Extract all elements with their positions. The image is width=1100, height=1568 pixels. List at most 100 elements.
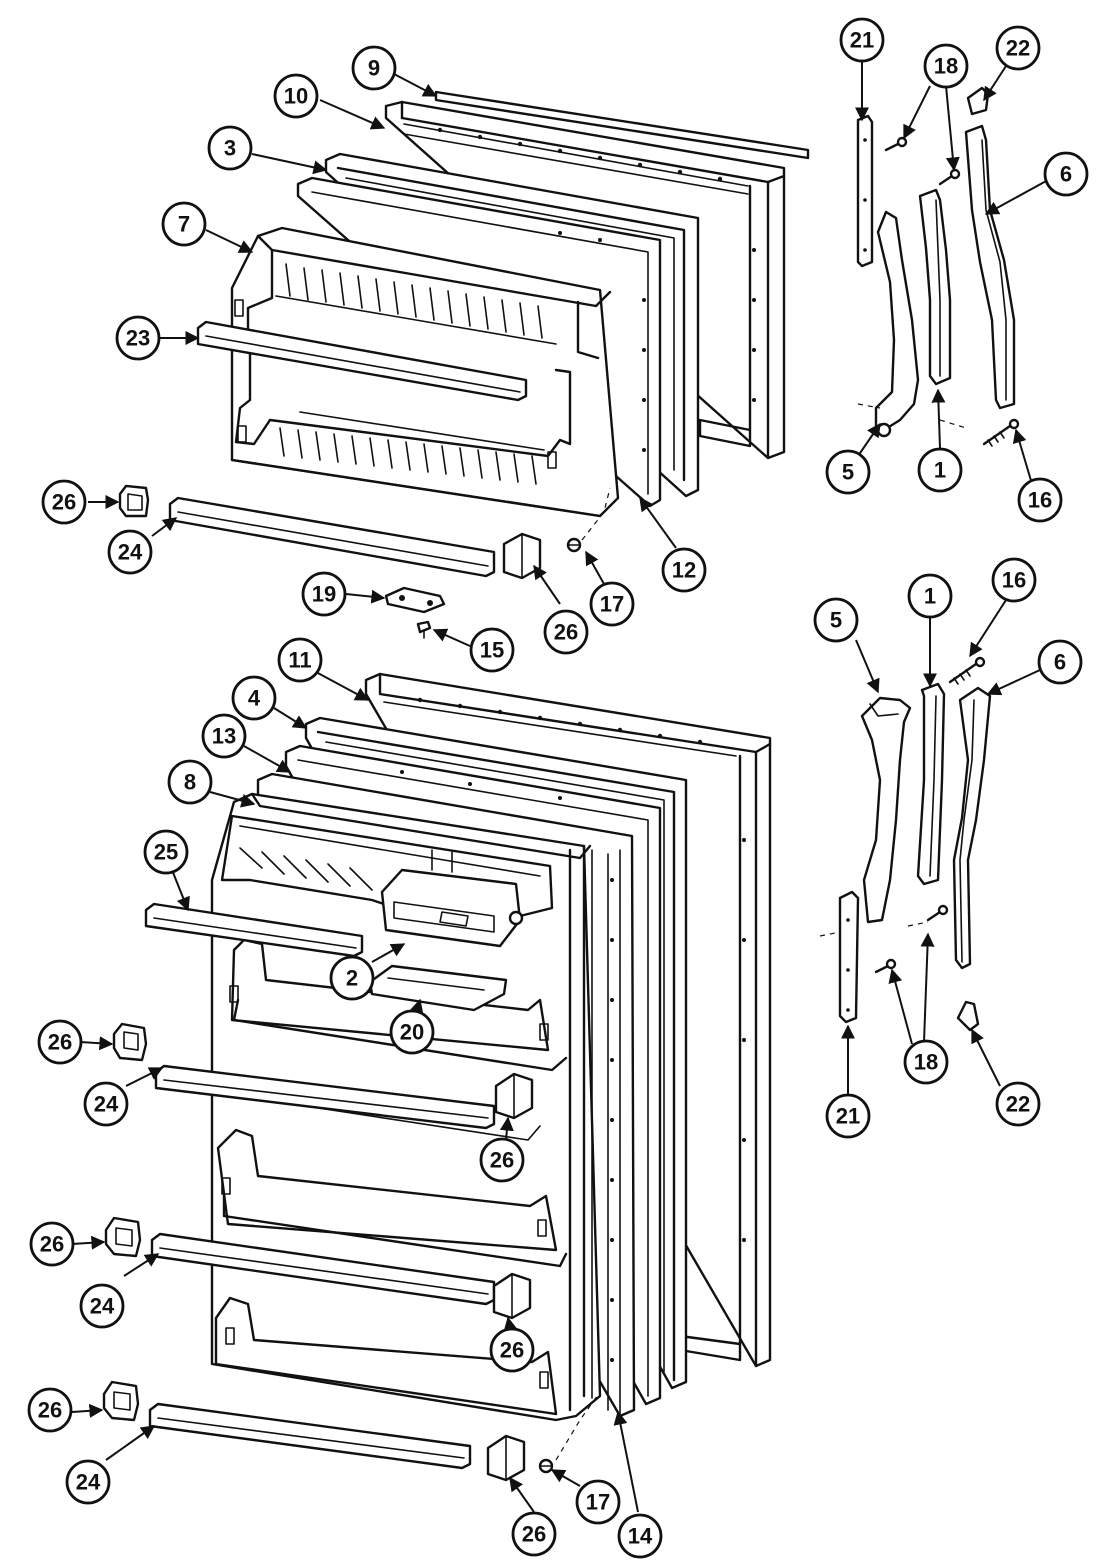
callout-17-a: 17 bbox=[589, 581, 635, 627]
callout-13: 13 bbox=[201, 713, 247, 759]
part-24-shelf-bar-upper-freezer bbox=[168, 496, 496, 578]
callout-1-a: 1 bbox=[917, 447, 963, 493]
svg-text:26: 26 bbox=[40, 1232, 64, 1257]
svg-text:6: 6 bbox=[1060, 162, 1072, 187]
callout-24-a: 24 bbox=[107, 529, 153, 575]
part-21-handle-strip-upper bbox=[856, 114, 874, 268]
callout-18-a: 18 bbox=[923, 43, 969, 89]
svg-text:7: 7 bbox=[178, 212, 190, 237]
part-20-butter-tray bbox=[368, 964, 508, 1012]
svg-text:15: 15 bbox=[480, 638, 504, 663]
callout-26-g: 26 bbox=[27, 1387, 73, 1433]
svg-text:18: 18 bbox=[914, 1050, 938, 1075]
svg-text:24: 24 bbox=[118, 540, 143, 565]
svg-text:5: 5 bbox=[830, 608, 842, 633]
callout-26-h: 26 bbox=[511, 1511, 557, 1557]
callout-6-a: 6 bbox=[1043, 151, 1089, 197]
part-17-screw-lower bbox=[538, 1458, 554, 1474]
part-26-bar-clip-upper-right bbox=[502, 532, 542, 580]
callout-26-d: 26 bbox=[479, 1137, 525, 1183]
svg-text:5: 5 bbox=[842, 460, 854, 485]
svg-text:21: 21 bbox=[836, 1104, 860, 1129]
callout-2: 2 bbox=[329, 955, 375, 1001]
svg-text:26: 26 bbox=[48, 1030, 72, 1055]
lower-handle-assembly bbox=[819, 656, 992, 1032]
callout-11: 11 bbox=[277, 637, 323, 683]
callout-5-b: 5 bbox=[813, 597, 859, 643]
svg-text:19: 19 bbox=[312, 582, 336, 607]
part-17-screw-upper bbox=[566, 537, 582, 553]
callout-19: 19 bbox=[301, 571, 347, 617]
part-22-end-cap-lower bbox=[956, 1000, 980, 1032]
part-5-handle-upper bbox=[857, 210, 920, 438]
svg-text:24: 24 bbox=[94, 1092, 119, 1117]
part-18-screw-upper-a bbox=[884, 136, 908, 152]
part-18-screw-lower-a bbox=[926, 904, 949, 922]
svg-text:1: 1 bbox=[934, 458, 946, 483]
callout-4: 4 bbox=[231, 675, 277, 721]
freezer-door-assembly bbox=[118, 90, 810, 639]
part-6-handle-trim-lower bbox=[952, 686, 992, 970]
svg-text:16: 16 bbox=[1028, 488, 1052, 513]
callout-26-a: 26 bbox=[41, 479, 87, 525]
callout-24-b: 24 bbox=[83, 1081, 129, 1127]
leader-lines bbox=[71, 60, 1049, 1513]
part-18-screw-lower-b bbox=[874, 958, 897, 974]
part-24-shelf-bar-middle bbox=[154, 1064, 496, 1130]
svg-text:2: 2 bbox=[346, 966, 358, 991]
callout-1-b: 1 bbox=[907, 573, 953, 619]
svg-text:25: 25 bbox=[154, 840, 178, 865]
svg-text:12: 12 bbox=[672, 558, 696, 583]
part-16-screw-upper bbox=[982, 418, 1020, 447]
svg-text:26: 26 bbox=[38, 1398, 62, 1423]
part-26-bar-clip-left-1 bbox=[112, 1022, 148, 1062]
svg-text:13: 13 bbox=[212, 724, 236, 749]
callout-22-b: 22 bbox=[995, 1081, 1041, 1127]
part-26-bar-clip-right-3 bbox=[486, 1434, 526, 1482]
callout-15: 15 bbox=[469, 627, 515, 673]
svg-text:24: 24 bbox=[90, 1294, 115, 1319]
svg-text:17: 17 bbox=[586, 1490, 610, 1515]
part-21-handle-strip-lower bbox=[819, 890, 860, 1024]
svg-text:10: 10 bbox=[284, 84, 308, 109]
fresh-food-door-assembly bbox=[102, 672, 772, 1482]
callout-26-f: 26 bbox=[489, 1327, 535, 1373]
part-15-screw bbox=[416, 620, 432, 639]
part-25-shelf-bar bbox=[144, 902, 364, 958]
part-6-handle-trim-upper bbox=[964, 124, 1016, 410]
svg-text:22: 22 bbox=[1006, 1092, 1030, 1117]
svg-text:24: 24 bbox=[76, 1470, 101, 1495]
callout-24-d: 24 bbox=[65, 1459, 111, 1505]
part-9-top-trim bbox=[434, 90, 810, 160]
svg-text:18: 18 bbox=[934, 54, 958, 79]
callout-20: 20 bbox=[389, 1009, 435, 1055]
callout-5-a: 5 bbox=[825, 449, 871, 495]
callout-26-c: 26 bbox=[37, 1019, 83, 1065]
part-26-bar-clip-right-2 bbox=[492, 1272, 532, 1320]
callout-16-b: 16 bbox=[991, 557, 1037, 603]
callout-21-b: 21 bbox=[825, 1093, 871, 1139]
callout-26-e: 26 bbox=[29, 1221, 75, 1267]
part-1-handle-upper bbox=[918, 188, 952, 386]
svg-text:21: 21 bbox=[850, 28, 874, 53]
callout-21-a: 21 bbox=[839, 17, 885, 63]
callout-8: 8 bbox=[167, 759, 213, 805]
part-16-screw-lower bbox=[948, 656, 986, 685]
svg-text:23: 23 bbox=[126, 326, 150, 351]
callout-18-b: 18 bbox=[903, 1039, 949, 1085]
callout-9: 9 bbox=[351, 45, 397, 91]
callout-12: 12 bbox=[661, 547, 707, 593]
svg-text:16: 16 bbox=[1002, 568, 1026, 593]
svg-text:1: 1 bbox=[924, 584, 936, 609]
svg-text:26: 26 bbox=[554, 620, 578, 645]
svg-text:3: 3 bbox=[224, 136, 236, 161]
callout-16-a: 16 bbox=[1017, 477, 1063, 523]
callout-17-b: 17 bbox=[575, 1479, 621, 1525]
callout-7: 7 bbox=[161, 201, 207, 247]
part-19-hinge-plate bbox=[384, 586, 446, 614]
part-24-shelf-bar-bottom bbox=[148, 1402, 472, 1470]
svg-text:17: 17 bbox=[600, 592, 624, 617]
upper-handle-assembly bbox=[856, 86, 1020, 447]
